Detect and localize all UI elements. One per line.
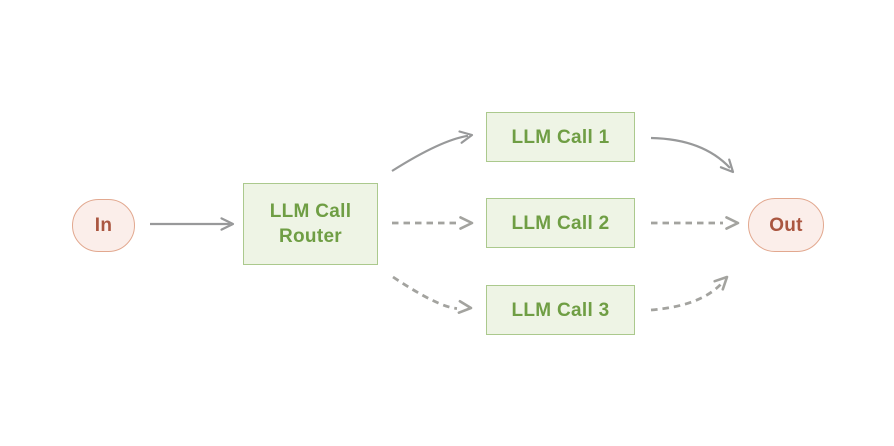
node-llm-call-3: LLM Call 3: [486, 285, 635, 335]
arrowhead-icon: [719, 158, 735, 174]
node-call3-label: LLM Call 3: [511, 299, 610, 321]
node-input-label: In: [94, 215, 113, 236]
edge-input-router: [150, 217, 235, 231]
node-output-label: Out: [769, 214, 803, 236]
edge-call2-output: [651, 216, 740, 230]
arrowhead-icon: [458, 130, 474, 144]
node-output: Out: [748, 198, 824, 252]
node-llm-call-router: LLM Call Router: [243, 183, 378, 265]
node-call2-label: LLM Call 2: [511, 212, 610, 234]
node-input: In: [72, 199, 135, 252]
node-call1-label: LLM Call 1: [511, 126, 610, 148]
edge-call1-output: [650, 136, 735, 174]
node-llm-call-2: LLM Call 2: [486, 198, 635, 248]
arrowhead-icon: [459, 216, 474, 230]
edge-call3-output: [650, 275, 729, 312]
arrowhead-icon: [220, 217, 235, 231]
arrowhead-icon: [725, 216, 740, 230]
edge-router-call2: [392, 216, 474, 230]
arrowhead-icon: [457, 300, 473, 314]
node-router-label: LLM Call Router: [269, 201, 352, 247]
node-llm-call-1: LLM Call 1: [486, 112, 635, 162]
edge-router-call1: [391, 130, 474, 172]
edge-router-call3: [392, 275, 473, 314]
arrowhead-icon: [713, 275, 729, 291]
